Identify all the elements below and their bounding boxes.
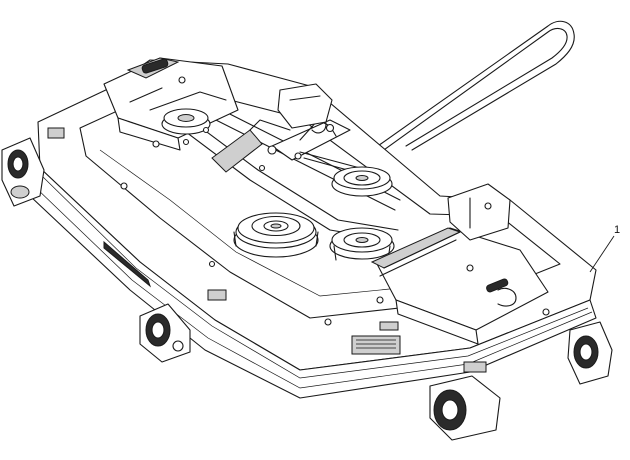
right-roller	[567, 321, 613, 385]
idler-arm	[267, 114, 363, 175]
center-pulley-small	[329, 227, 395, 261]
center-pulley-large	[233, 212, 319, 258]
rear-hanger	[277, 83, 333, 129]
left-pulley	[161, 108, 211, 135]
callout-1-label: 1	[614, 224, 620, 236]
front-left-roller	[139, 303, 191, 363]
idler-pulley	[331, 166, 393, 197]
callout-1-leader	[589, 235, 615, 273]
rear-bracket	[447, 183, 511, 241]
front-right-roller	[429, 375, 501, 441]
drive-belt	[374, 20, 575, 153]
warning-decals	[47, 127, 487, 373]
mounting-studs	[120, 126, 550, 326]
right-spindle-cover	[370, 227, 549, 345]
left-roller	[1, 137, 45, 207]
